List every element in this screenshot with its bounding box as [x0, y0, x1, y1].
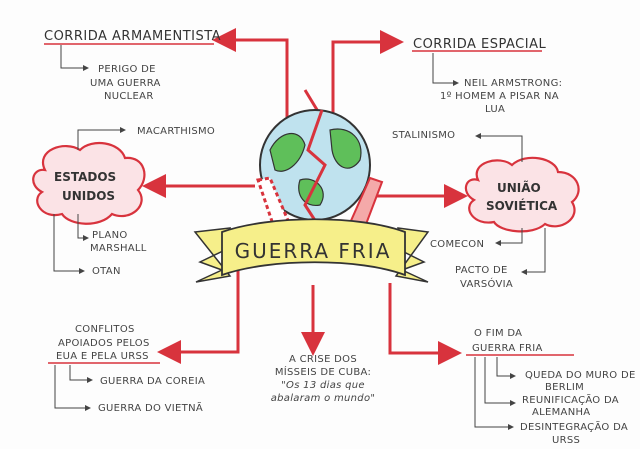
conflitos-title-line: CONFLITOS — [75, 324, 135, 335]
armamentista-child-line: NUCLEAR — [104, 91, 154, 102]
eua-title-line: ESTADOS — [54, 170, 116, 184]
urss-child-stalinismo: STALINISMO — [392, 130, 455, 141]
node-armamentista-title: CORRIDA ARMAMENTISTA — [44, 29, 221, 44]
arrow — [77, 127, 126, 150]
fim-child-line: DESINTEGRAÇÃO DA — [520, 420, 628, 433]
conflitos-child-vietna: GUERRA DO VIETNÃ — [98, 401, 203, 414]
fim-child-line: REUNIFICAÇÃO DA — [522, 393, 619, 406]
urss-child-pacto: PACTO DE — [455, 265, 508, 276]
arrow — [69, 365, 93, 383]
arrow — [521, 228, 546, 275]
cuba-line: MÍSSEIS DE CUBA: — [275, 365, 371, 378]
arrow — [475, 133, 523, 162]
armamentista-child-line: UMA GUERRA — [90, 78, 161, 89]
connector-conflitos — [157, 262, 240, 364]
arrow — [54, 365, 91, 411]
espacial-child-line: LUA — [485, 104, 505, 115]
center-title: GUERRA FRIA — [235, 239, 392, 263]
arrow — [484, 357, 516, 406]
arrow — [60, 45, 89, 71]
fim-title-line: O FIM DA — [474, 328, 522, 339]
urss-title-line: SOVIÉTICA — [486, 198, 558, 213]
node-urss-cloud: UNIÃO SOVIÉTICA — [464, 156, 580, 233]
conflitos-title-line: APOIADOS PELOS — [58, 338, 150, 349]
fim-child-line: URSS — [552, 435, 580, 446]
eua-child-plano: MARSHALL — [90, 243, 147, 254]
espacial-child-line: NEIL ARMSTRONG: — [464, 78, 562, 89]
urss-child-pacto: VARSÓVIA — [460, 277, 513, 290]
conflitos-title-line: EUA E PELA URSS — [56, 351, 149, 362]
arrow — [53, 214, 85, 274]
arrow — [495, 228, 523, 246]
armamentista-child-line: PERIGO DE — [98, 64, 156, 75]
eua-child-otan: OTAN — [92, 266, 121, 277]
node-eua-cloud: ESTADOS UNIDOS — [32, 141, 146, 225]
arrow — [77, 214, 89, 241]
urss-child-comecon: COMECON — [430, 239, 484, 250]
cuba-line: "Os 13 dias que — [281, 380, 365, 391]
fim-child-line: QUEDA DO MURO DE — [525, 370, 636, 381]
eua-child-macarthismo: MACARTHISMO — [137, 126, 215, 137]
espacial-child-line: 1º HOMEM A PISAR NA — [440, 91, 559, 102]
arrow — [496, 357, 516, 379]
cuba-line: abalaram o mundo" — [271, 393, 376, 404]
guerra-fria-banner: GUERRA FRIA — [193, 218, 430, 283]
cuba-line: A CRISE DOS — [289, 354, 357, 365]
fim-child-line: BERLIM — [545, 382, 584, 393]
connector-espacial — [331, 30, 404, 118]
connector-fim — [388, 283, 462, 365]
eua-child-plano: PLANO — [92, 230, 128, 241]
node-espacial-title: CORRIDA ESPACIAL — [413, 37, 546, 52]
fim-title-line: GUERRA FRIA — [472, 343, 543, 354]
connector-armamentista — [212, 28, 289, 120]
fim-child-line: ALEMANHA — [532, 407, 590, 418]
urss-title-line: UNIÃO — [497, 180, 541, 195]
arrow — [474, 357, 514, 430]
arrow — [432, 53, 459, 86]
eua-title-line: UNIDOS — [62, 189, 115, 203]
conflitos-child-coreia: GUERRA DA COREIA — [100, 376, 205, 387]
